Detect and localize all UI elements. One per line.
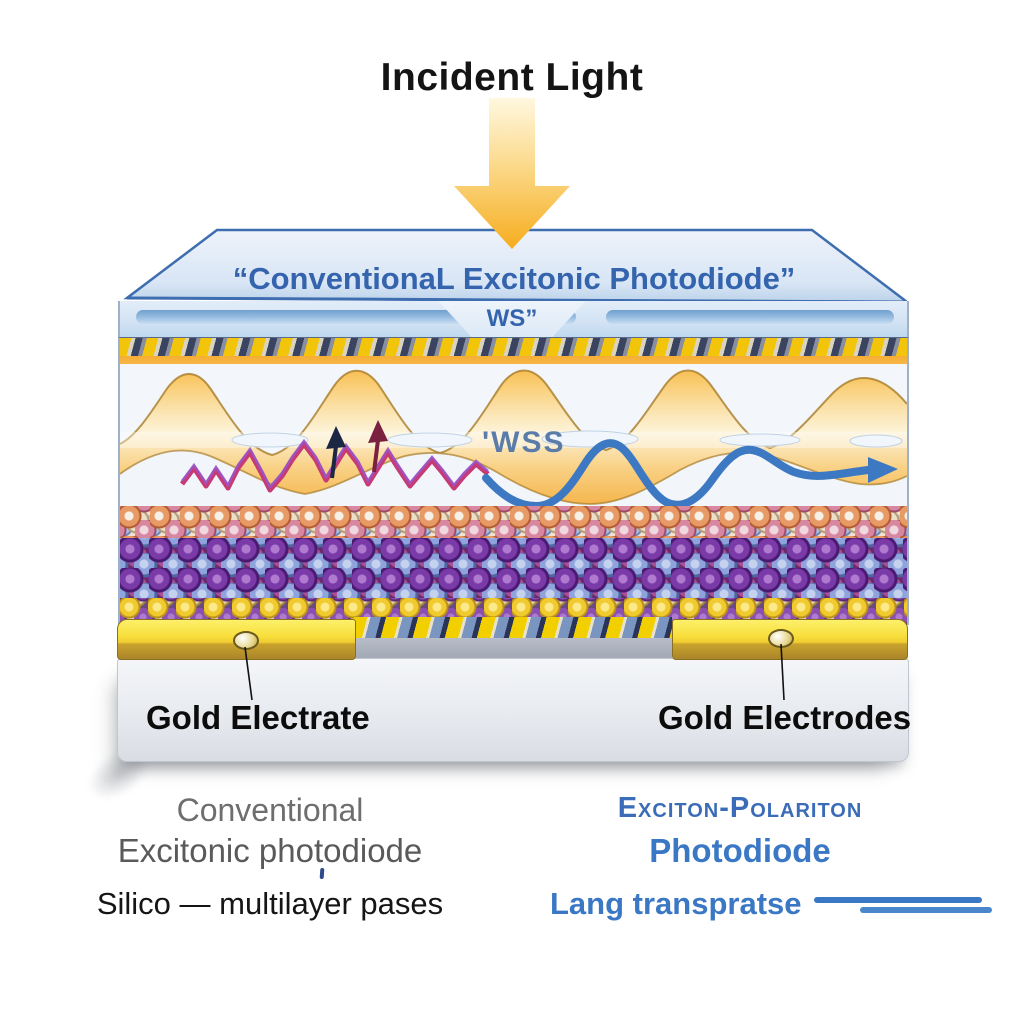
hazard-stripe-top (118, 337, 909, 358)
caption-right-line3: Lang transpratse (550, 886, 802, 921)
electrode-label-right: Gold Electrodes (658, 699, 912, 736)
exciton-zigzag (180, 441, 490, 493)
polariton-wave-arrow-icon (482, 439, 872, 508)
underline-group (813, 887, 1004, 921)
leader-line-left (244, 646, 253, 701)
exciton-arrow-red-icon (368, 420, 388, 473)
figure-title: Incident Light (380, 56, 644, 99)
stray-tick-mark (319, 867, 325, 880)
device-top-label: “ConventionaL Excitonic Photodiode” (233, 261, 796, 296)
exciton-arrow-dark-icon (326, 426, 346, 479)
leader-lines (244, 643, 785, 701)
caption-right-line1: Exciton-Polariton (617, 792, 863, 824)
caption-right-line2: Photodiode (649, 832, 831, 869)
leader-line-right (780, 643, 785, 701)
lower-cloud-band (120, 450, 907, 508)
mid-glow-band (120, 432, 907, 448)
caption-left-line3: Silico — multilayer pases (96, 886, 444, 921)
particle-row-warm (120, 506, 907, 538)
active-layer: 'WSS (118, 356, 909, 508)
caption-right-row3: Lang transpratse (550, 886, 1004, 922)
electrode-label-left: Gold Electrate (146, 699, 370, 736)
incident-light-arrow-icon (454, 98, 570, 249)
device-front-band: WS” (118, 301, 909, 338)
underline-secondary (859, 907, 992, 913)
lower-band-outline (120, 449, 907, 505)
upper-cloud-band (120, 364, 907, 455)
wave-pattern: 'WSS (120, 364, 907, 508)
underline-primary (813, 897, 982, 903)
channel-base (354, 638, 672, 658)
particle-row-purple (120, 538, 907, 598)
channel-hazard-stripe (354, 617, 672, 638)
nanoparticle-layer (118, 506, 909, 625)
front-band-bar-right (606, 310, 894, 324)
caption-left-line2: Excitonic photodiode (117, 832, 423, 869)
polariton-arrowhead (868, 457, 898, 483)
electrode-channel (354, 617, 672, 658)
caption-left-line1: Conventional (176, 792, 364, 828)
active-layer-label: 'WSS (482, 426, 565, 459)
device-top-face: “ConventionaL Excitonic Photodiode” (123, 228, 907, 304)
